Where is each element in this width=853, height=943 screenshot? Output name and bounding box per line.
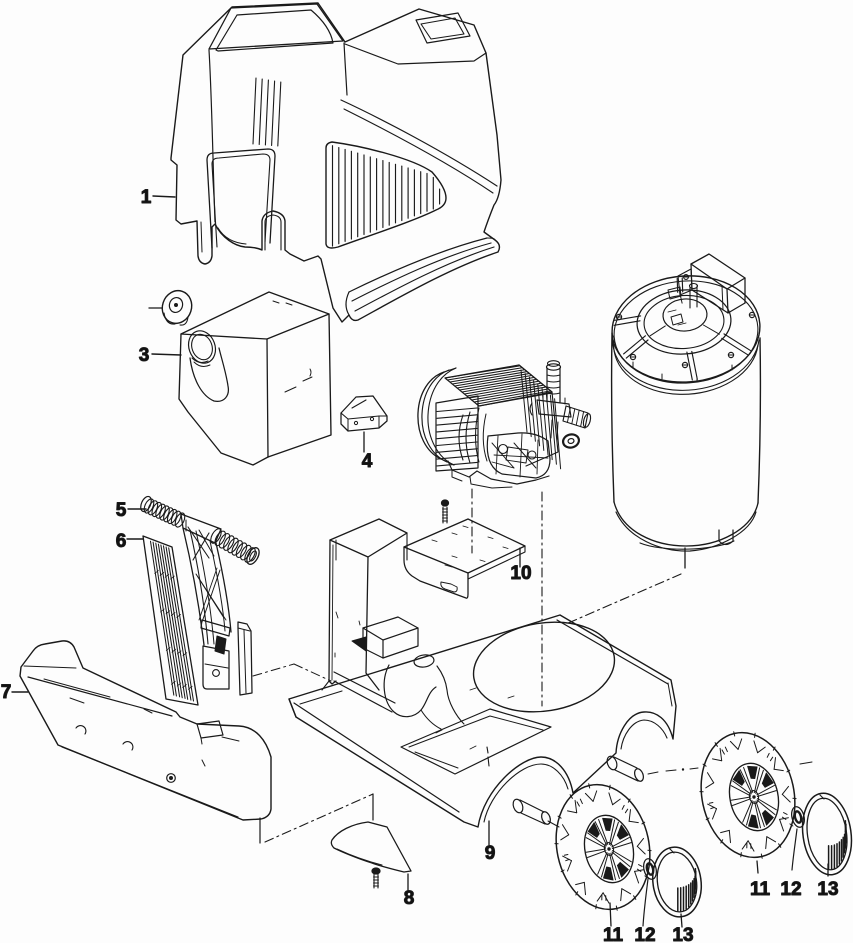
svg-text:9: 9 (485, 843, 496, 864)
svg-text:13: 13 (672, 925, 693, 943)
svg-text:13: 13 (817, 879, 838, 900)
svg-text:4: 4 (362, 451, 373, 472)
svg-text:8: 8 (404, 888, 415, 909)
svg-text:11: 11 (603, 925, 624, 943)
svg-text:12: 12 (634, 925, 655, 943)
svg-text:7: 7 (1, 682, 12, 703)
svg-text:5: 5 (116, 500, 127, 521)
svg-text:1: 1 (141, 187, 152, 208)
svg-text:10: 10 (510, 563, 531, 584)
svg-text:6: 6 (116, 531, 127, 552)
svg-text:11: 11 (750, 879, 771, 900)
svg-text:12: 12 (780, 879, 801, 900)
svg-text:3: 3 (139, 345, 150, 366)
